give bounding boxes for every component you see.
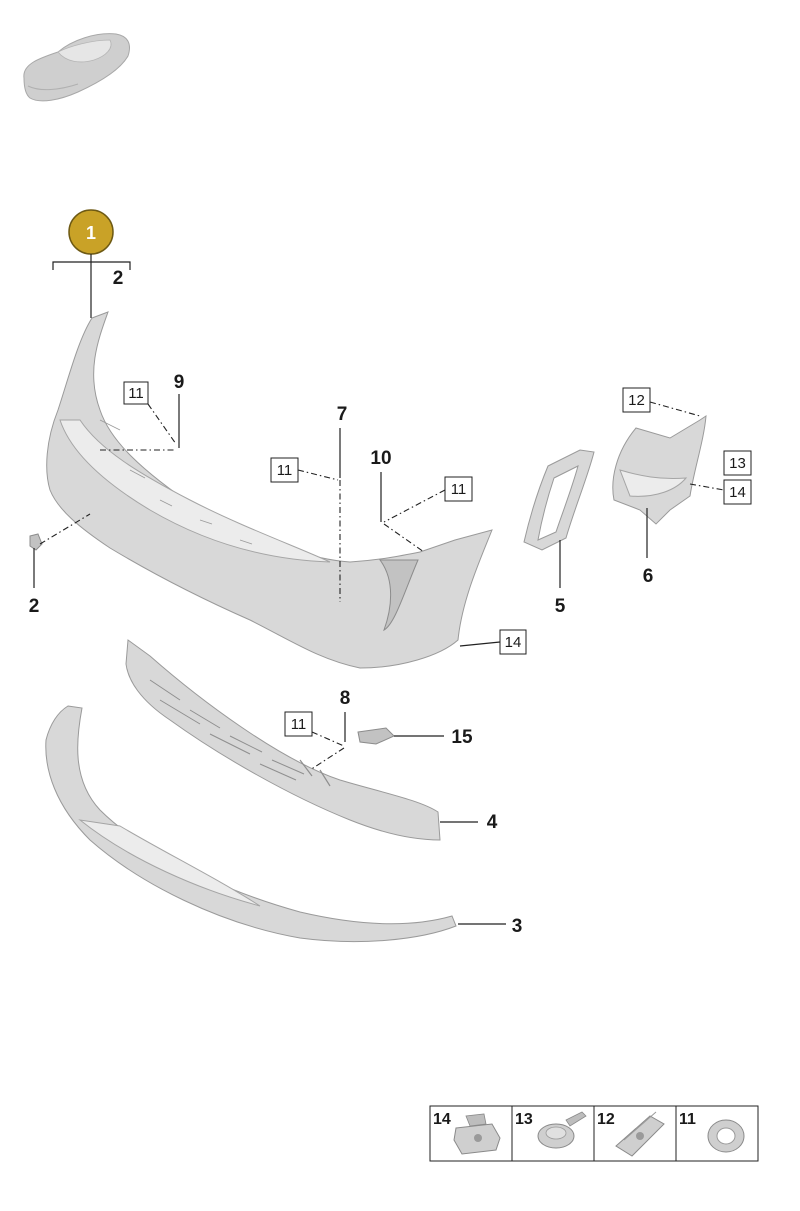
svg-text:13: 13 <box>729 455 746 472</box>
boxed-callout-11[interactable]: 11 <box>123 381 149 405</box>
boxed-callout-11[interactable]: 11 <box>444 476 473 502</box>
bumper-cover-part[interactable] <box>46 311 493 669</box>
svg-text:11: 11 <box>679 1111 696 1128</box>
leader-line <box>383 523 425 553</box>
callout-7: 7 <box>337 404 348 425</box>
legend-cell-12[interactable]: 12 <box>597 1111 665 1157</box>
grille-part[interactable] <box>125 639 441 841</box>
frame-part-5[interactable] <box>523 449 595 551</box>
svg-text:11: 11 <box>451 481 467 498</box>
legend-cell-14[interactable]: 14 <box>433 1111 501 1155</box>
callout-6: 6 <box>643 566 654 587</box>
boxed-callout-13[interactable]: 13 <box>723 450 752 476</box>
callout-10: 10 <box>370 448 391 469</box>
boxed-callout-11[interactable]: 11 <box>284 711 313 737</box>
callout-3: 3 <box>512 916 523 937</box>
callout-9: 9 <box>174 372 185 393</box>
leader-line <box>689 483 725 491</box>
svg-text:11: 11 <box>291 716 307 733</box>
car-thumbnail-icon <box>23 33 130 102</box>
boxed-callout-12[interactable]: 12 <box>622 387 651 413</box>
bracket-part-15 <box>357 727 395 745</box>
bracket-line <box>52 261 131 270</box>
spring-nut-icon <box>615 1111 665 1157</box>
spoiler-part[interactable] <box>45 705 457 943</box>
svg-text:14: 14 <box>729 484 746 501</box>
callout-8: 8 <box>340 688 351 709</box>
main-assembly-badge[interactable]: 1 <box>68 209 114 255</box>
leader-line <box>297 469 339 481</box>
svg-text:14: 14 <box>433 1111 451 1128</box>
svg-text:11: 11 <box>277 462 293 479</box>
leader-line <box>147 403 177 445</box>
housing-part-6[interactable] <box>612 415 707 525</box>
callout-15: 15 <box>451 727 473 748</box>
boxed-callout-14[interactable]: 14 <box>723 479 752 505</box>
legend-cell-11[interactable]: 11 <box>679 1111 745 1153</box>
leader-line <box>39 513 91 545</box>
leader-line <box>309 747 345 771</box>
screw-icon <box>537 1111 587 1149</box>
bracket-part-2 <box>29 533 43 551</box>
boxed-callout-14[interactable]: 14 <box>499 629 527 655</box>
leader-line <box>649 401 701 417</box>
callout-4: 4 <box>487 812 498 833</box>
svg-text:12: 12 <box>597 1111 615 1128</box>
callout-2-top: 2 <box>113 268 124 289</box>
svg-text:14: 14 <box>505 634 522 651</box>
clip-nut-icon <box>453 1113 501 1155</box>
legend-cell-13[interactable]: 13 <box>515 1111 587 1149</box>
grommet-icon <box>707 1119 745 1153</box>
fastener-legend: 14 13 12 11 <box>429 1105 759 1162</box>
main-assembly-number: 1 <box>86 223 96 243</box>
svg-text:12: 12 <box>628 392 645 409</box>
leader-line <box>383 489 446 523</box>
leader-line <box>459 641 501 647</box>
boxed-callout-11[interactable]: 11 <box>270 457 299 483</box>
svg-text:11: 11 <box>128 385 144 402</box>
callout-2-left: 2 <box>29 596 40 617</box>
leader-line <box>311 731 345 747</box>
callout-5: 5 <box>555 596 566 617</box>
svg-text:13: 13 <box>515 1111 533 1128</box>
